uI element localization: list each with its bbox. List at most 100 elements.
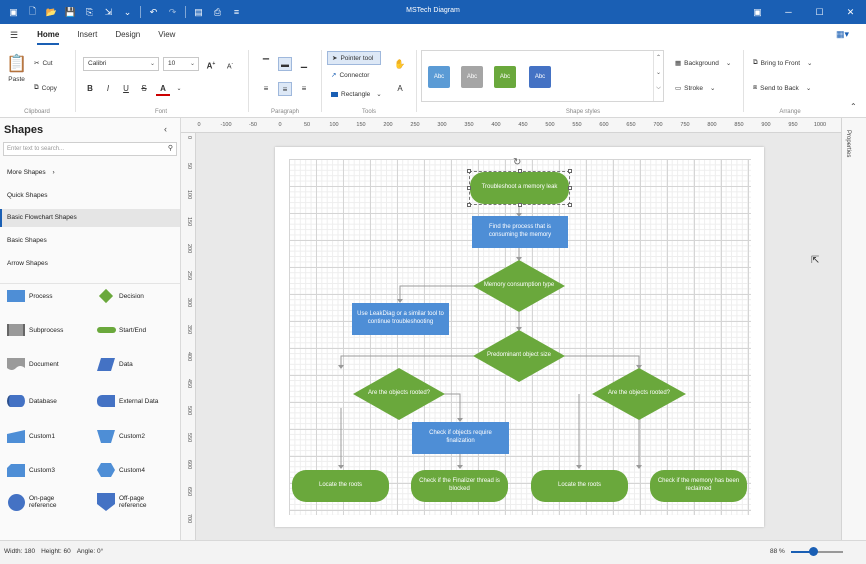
- save-all-icon[interactable]: ⎘: [85, 6, 94, 17]
- grow-font-icon[interactable]: A+: [206, 61, 216, 71]
- ribbon-display-icon[interactable]: ▣: [753, 6, 762, 17]
- send-to-back-button[interactable]: ⧈Send to Back⌄: [753, 84, 812, 92]
- stroke-button[interactable]: ▭Stroke⌄: [675, 84, 716, 93]
- tab-insert[interactable]: Insert: [77, 30, 98, 39]
- flow-node-start[interactable]: Troubleshoot a memory leak: [470, 172, 569, 204]
- resize-handle[interactable]: [518, 169, 522, 173]
- style-swatch[interactable]: Abc: [494, 66, 516, 88]
- new-icon[interactable]: 🗋: [28, 6, 37, 16]
- resize-handle[interactable]: [568, 169, 572, 173]
- gallery-up-icon[interactable]: ⌃: [655, 55, 662, 61]
- category-quick-shapes[interactable]: Quick Shapes: [7, 192, 48, 199]
- redo-icon[interactable]: ↷: [168, 6, 177, 17]
- bring-to-front-button[interactable]: ⧉Bring to Front⌄: [753, 59, 813, 67]
- paste-button[interactable]: 📋 Paste: [6, 54, 28, 83]
- shape-item-off-page-reference[interactable]: Off-page reference: [96, 493, 161, 511]
- flow-node-end[interactable]: Locate the roots: [292, 470, 389, 502]
- style-swatch[interactable]: Abc: [461, 66, 483, 88]
- resize-handle[interactable]: [467, 169, 471, 173]
- shape-item-subprocess[interactable]: Subprocess: [6, 322, 63, 338]
- category-basic-flowchart-shapes[interactable]: Basic Flowchart Shapes: [0, 209, 180, 227]
- underline-button[interactable]: U: [123, 84, 129, 93]
- gallery-more-icon[interactable]: ⌵: [656, 85, 661, 91]
- bold-button[interactable]: B: [87, 84, 93, 93]
- flow-node-process[interactable]: Check if objects require finalization: [412, 422, 509, 454]
- shape-item-decision[interactable]: Decision: [96, 288, 144, 304]
- file-menu-icon[interactable]: ☰: [10, 30, 19, 40]
- export-icon[interactable]: ⇲: [104, 6, 113, 17]
- font-family-select[interactable]: Calibri⌄: [83, 57, 159, 71]
- font-size-select[interactable]: 10⌄: [163, 57, 199, 71]
- strikethrough-button[interactable]: S: [141, 84, 147, 93]
- cut-button[interactable]: ✂Cut: [34, 59, 53, 68]
- align-bottom-icon[interactable]: ▁: [300, 59, 308, 68]
- resize-handle[interactable]: [467, 186, 471, 190]
- shape-item-custom4[interactable]: Custom4: [96, 462, 145, 478]
- shape-item-data[interactable]: Data: [96, 356, 133, 372]
- dropdown-icon[interactable]: ⌄: [123, 6, 132, 17]
- resize-handle[interactable]: [568, 186, 572, 190]
- shrink-font-icon[interactable]: A-: [226, 61, 234, 71]
- gallery-down-icon[interactable]: ⌄: [655, 70, 662, 76]
- maximize-icon[interactable]: ☐: [815, 6, 824, 17]
- properties-panel-tab[interactable]: Properties: [841, 118, 866, 540]
- flow-node-process[interactable]: Use LeakDiag or a similar tool to contin…: [352, 303, 449, 335]
- customize-icon[interactable]: ≡: [233, 7, 240, 17]
- flow-node-process[interactable]: Find the process that is consuming the m…: [472, 216, 568, 248]
- rectangle-button[interactable]: Rectangle⌄: [331, 90, 382, 98]
- tab-design[interactable]: Design: [115, 30, 141, 39]
- pan-hand-icon[interactable]: ✋: [394, 59, 406, 69]
- resize-handle[interactable]: [568, 203, 572, 207]
- shape-item-custom1[interactable]: Custom1: [6, 428, 55, 444]
- flow-node-end[interactable]: Check if the memory has been reclaimed: [650, 470, 747, 502]
- flow-node-decision[interactable]: Memory consumption type: [473, 260, 565, 312]
- shape-item-custom2[interactable]: Custom2: [96, 428, 145, 444]
- collapse-panel-icon[interactable]: ‹: [164, 124, 167, 134]
- italic-button[interactable]: I: [106, 84, 110, 93]
- undo-icon[interactable]: ↶: [149, 6, 158, 17]
- shape-item-on-page-reference[interactable]: On-page reference: [6, 493, 71, 511]
- align-center-icon[interactable]: ≡: [278, 82, 292, 96]
- shape-item-custom3[interactable]: Custom3: [6, 462, 55, 478]
- flow-node-decision[interactable]: Predominant object size: [473, 330, 565, 382]
- zoom-slider[interactable]: [790, 546, 843, 556]
- pointer-tool-button[interactable]: ➤Pointer tool: [327, 51, 381, 65]
- flow-node-end[interactable]: Locate the roots: [531, 470, 628, 502]
- shape-item-start-end[interactable]: Start/End: [96, 322, 146, 338]
- copy-button[interactable]: ⧉Copy: [34, 84, 57, 92]
- align-left-icon[interactable]: ≡: [263, 84, 269, 93]
- align-right-icon[interactable]: ≡: [301, 84, 307, 93]
- connector-button[interactable]: ↗Connector: [331, 71, 370, 80]
- shape-item-external-data[interactable]: External Data: [96, 393, 158, 409]
- align-top-icon[interactable]: ▔: [262, 59, 270, 68]
- print-preview-icon[interactable]: ▤: [194, 6, 203, 17]
- flow-node-decision[interactable]: Are the objects rooted?: [353, 368, 445, 420]
- align-middle-icon[interactable]: ▬: [278, 57, 292, 71]
- rotate-handle-icon[interactable]: ↻: [513, 157, 522, 168]
- category-more-shapes[interactable]: More Shapes ›: [7, 169, 55, 176]
- category-basic-shapes[interactable]: Basic Shapes: [7, 237, 47, 244]
- tab-home[interactable]: Home: [28, 24, 68, 46]
- layout-grid-icon[interactable]: ▦▾: [836, 29, 850, 39]
- shapes-search-input[interactable]: Enter text to search... ⚲: [3, 142, 177, 156]
- collapse-ribbon-icon[interactable]: ⌃: [850, 102, 857, 111]
- print-icon[interactable]: ⎙: [213, 6, 222, 17]
- shape-item-database[interactable]: Database: [6, 393, 57, 409]
- flow-node-end[interactable]: Check if the Finalizer thread is blocked: [411, 470, 508, 502]
- style-swatch[interactable]: Abc: [529, 66, 551, 88]
- resize-handle[interactable]: [467, 203, 471, 207]
- zoom-slider-thumb[interactable]: [808, 546, 818, 556]
- chevron-down-icon[interactable]: ⌄: [176, 86, 182, 92]
- open-icon[interactable]: 📂: [45, 6, 58, 17]
- text-tool-icon[interactable]: A: [397, 84, 403, 93]
- resize-handle[interactable]: [518, 203, 522, 207]
- save-icon[interactable]: 💾: [64, 6, 77, 17]
- style-swatch[interactable]: Abc: [428, 66, 450, 88]
- close-icon[interactable]: ✕: [846, 6, 855, 17]
- font-color-button[interactable]: A: [156, 82, 170, 96]
- background-button[interactable]: ▦Background⌄: [675, 59, 732, 68]
- tab-view[interactable]: View: [158, 30, 176, 39]
- category-arrow-shapes[interactable]: Arrow Shapes: [7, 260, 48, 267]
- shape-item-process[interactable]: Process: [6, 288, 52, 304]
